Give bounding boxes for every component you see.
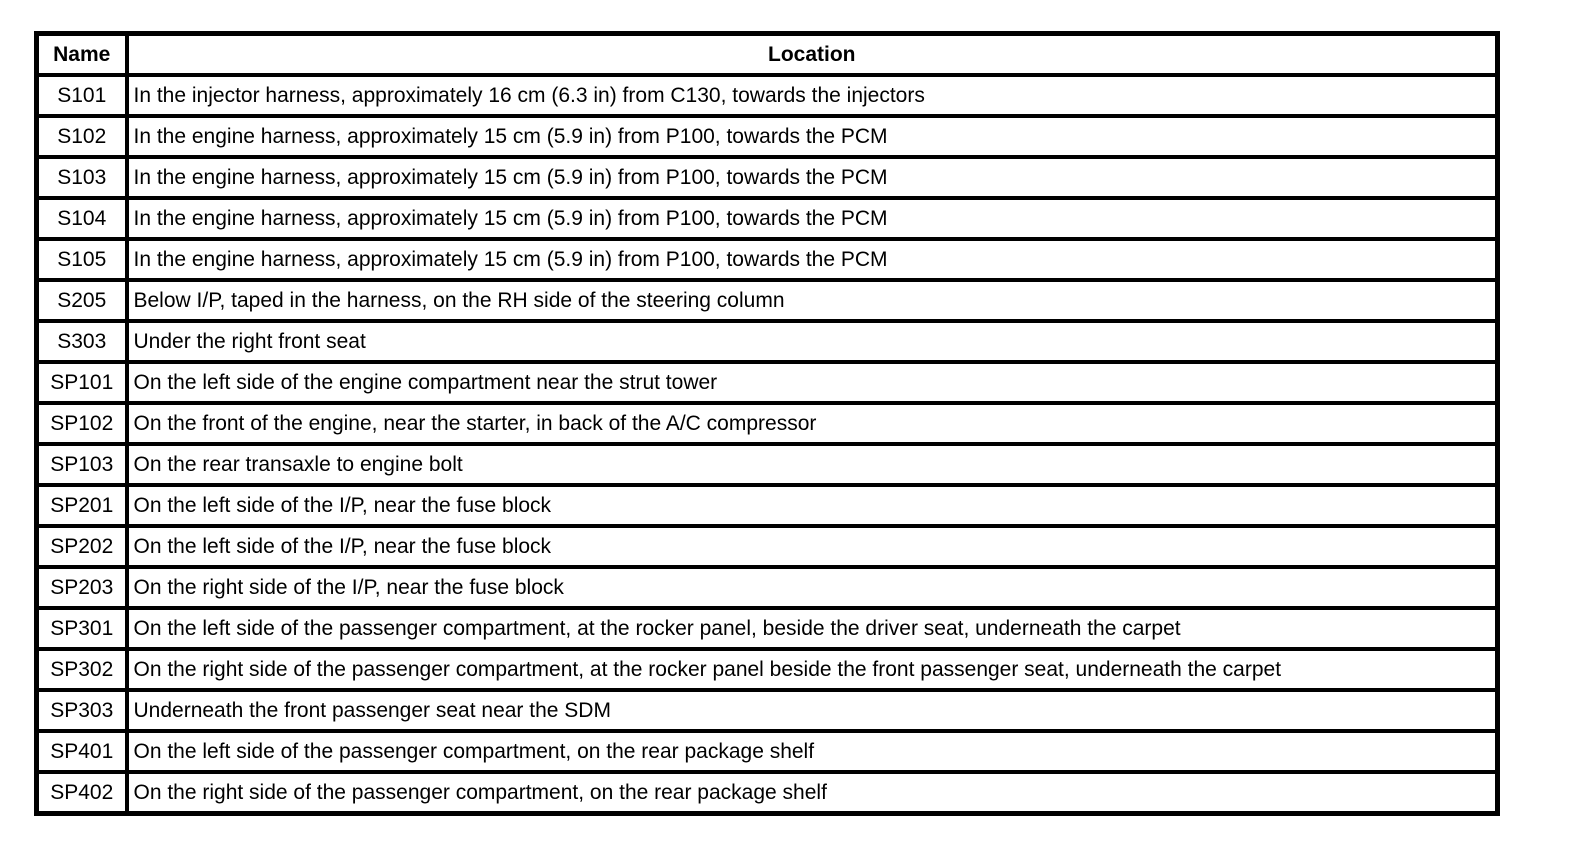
location-cell: On the rear transaxle to engine bolt [124, 442, 1500, 487]
name-cell: SP102 [34, 401, 129, 446]
location-cell: On the right side of the passenger compa… [124, 647, 1500, 692]
location-cell: In the injector harness, approximately 1… [124, 73, 1500, 118]
location-cell: On the right side of the passenger compa… [124, 770, 1500, 816]
name-cell: S205 [34, 278, 129, 323]
name-cell: S102 [34, 114, 129, 159]
location-cell: On the left side of the I/P, near the fu… [124, 524, 1500, 569]
location-cell: On the right side of the I/P, near the f… [124, 565, 1500, 610]
name-cell: SP103 [34, 442, 129, 487]
column-header-location: Location [124, 31, 1500, 77]
name-cell: S101 [34, 73, 129, 118]
location-cell: On the left side of the I/P, near the fu… [124, 483, 1500, 528]
location-cell: On the left side of the engine compartme… [124, 360, 1500, 405]
name-cell: S104 [34, 196, 129, 241]
name-cell: SP201 [34, 483, 129, 528]
name-cell: SP301 [34, 606, 129, 651]
name-cell: SP401 [34, 729, 129, 774]
location-cell: On the front of the engine, near the sta… [124, 401, 1500, 446]
location-cell: Under the right front seat [124, 319, 1500, 364]
column-header-name: Name [34, 31, 129, 77]
location-cell: In the engine harness, approximately 15 … [124, 114, 1500, 159]
name-cell: S105 [34, 237, 129, 282]
location-cell: On the left side of the passenger compar… [124, 729, 1500, 774]
location-cell: Below I/P, taped in the harness, on the … [124, 278, 1500, 323]
name-cell: SP302 [34, 647, 129, 692]
location-cell: Underneath the front passenger seat near… [124, 688, 1500, 733]
table-header-row: Name Location [34, 31, 1500, 77]
name-cell: SP303 [34, 688, 129, 733]
location-cell: In the engine harness, approximately 15 … [124, 155, 1500, 200]
location-cell: In the engine harness, approximately 15 … [124, 237, 1500, 282]
name-cell: SP202 [34, 524, 129, 569]
name-cell: SP101 [34, 360, 129, 405]
name-cell: S103 [34, 155, 129, 200]
name-cell: SP203 [34, 565, 129, 610]
name-cell: S303 [34, 319, 129, 364]
location-cell: On the left side of the passenger compar… [124, 606, 1500, 651]
name-cell: SP402 [34, 770, 129, 816]
location-cell: In the engine harness, approximately 15 … [124, 196, 1500, 241]
